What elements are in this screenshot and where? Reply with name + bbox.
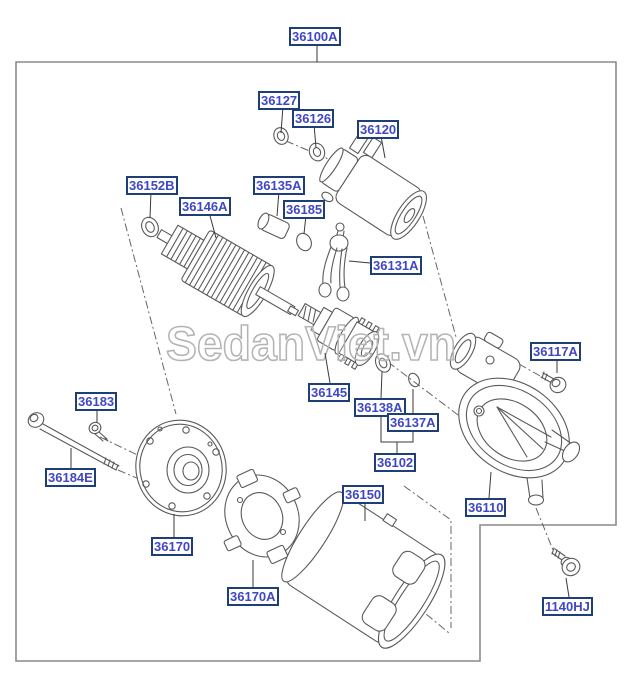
part-label-36117A[interactable]: 36117A xyxy=(530,342,581,361)
leader-lines xyxy=(70,44,570,598)
part-clutch-36145 xyxy=(297,303,380,370)
part-lever-36131A xyxy=(318,222,350,302)
part-label-36102[interactable]: 36102 xyxy=(374,453,417,472)
part-solenoid-36120 xyxy=(319,132,427,240)
diagram-frame xyxy=(15,61,617,662)
part-label-36152B[interactable]: 36152B xyxy=(126,176,178,195)
part-label-36183[interactable]: 36183 xyxy=(75,392,118,411)
part-bolt-1140HJ xyxy=(551,547,581,577)
part-ring-36185 xyxy=(296,232,312,252)
part-label-36150[interactable]: 36150 xyxy=(342,485,385,504)
part-label-36135A[interactable]: 36135A xyxy=(253,176,305,195)
part-bracket-36110 xyxy=(449,331,581,506)
part-endplate-36170 xyxy=(135,419,227,517)
part-label-36185[interactable]: 36185 xyxy=(283,200,326,219)
part-label-36127[interactable]: 36127 xyxy=(258,91,301,110)
part-label-36170[interactable]: 36170 xyxy=(151,537,194,556)
part-throughbolt-36184E xyxy=(27,412,120,471)
part-nut-36127 xyxy=(273,127,289,145)
part-bolt-36183 xyxy=(88,421,109,442)
part-label-36100A[interactable]: 36100A xyxy=(289,27,341,46)
part-washer-36152B xyxy=(141,216,159,238)
part-label-36145[interactable]: 36145 xyxy=(308,383,351,402)
part-armature-36146A xyxy=(156,224,299,318)
part-label-36146A[interactable]: 36146A xyxy=(179,197,231,216)
part-washer-36126 xyxy=(308,142,326,162)
part-brushholder-36170A xyxy=(223,468,301,565)
part-pin-36135A xyxy=(257,212,290,239)
part-yoke-36150 xyxy=(281,491,446,649)
part-label-36131A[interactable]: 36131A xyxy=(370,256,422,275)
part-label-36170A[interactable]: 36170A xyxy=(227,587,279,606)
part-label-36138A[interactable]: 36138A xyxy=(354,398,406,417)
part-bolt-36117A xyxy=(540,371,567,394)
part-washer-36138A xyxy=(374,353,392,373)
part-label-36137A[interactable]: 36137A xyxy=(387,413,439,432)
part-label-36120[interactable]: 36120 xyxy=(357,120,400,139)
part-label-36110[interactable]: 36110 xyxy=(465,498,507,517)
part-snapring-36137A xyxy=(408,372,420,388)
watermark-text: SedanViet.vn xyxy=(166,318,456,371)
part-label-36126[interactable]: 36126 xyxy=(292,109,335,128)
part-label-36184E[interactable]: 36184E xyxy=(45,468,96,487)
part-label-1140HJ[interactable]: 1140HJ xyxy=(542,597,593,616)
